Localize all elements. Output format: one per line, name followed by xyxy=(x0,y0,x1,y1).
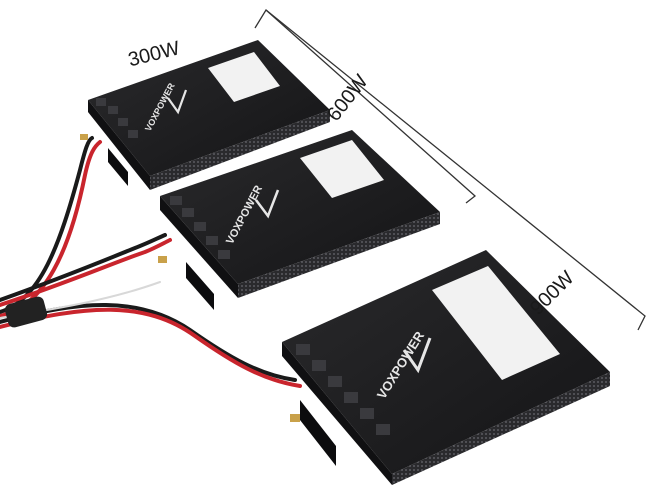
dimension-lines xyxy=(254,8,646,331)
power-supply-600w: VOXPOWER xyxy=(158,130,440,310)
cable-bundle xyxy=(0,136,302,388)
power-supply-900w: VOXPOWER xyxy=(282,250,610,485)
power-supply-300w: VOXPOWER xyxy=(80,40,330,190)
